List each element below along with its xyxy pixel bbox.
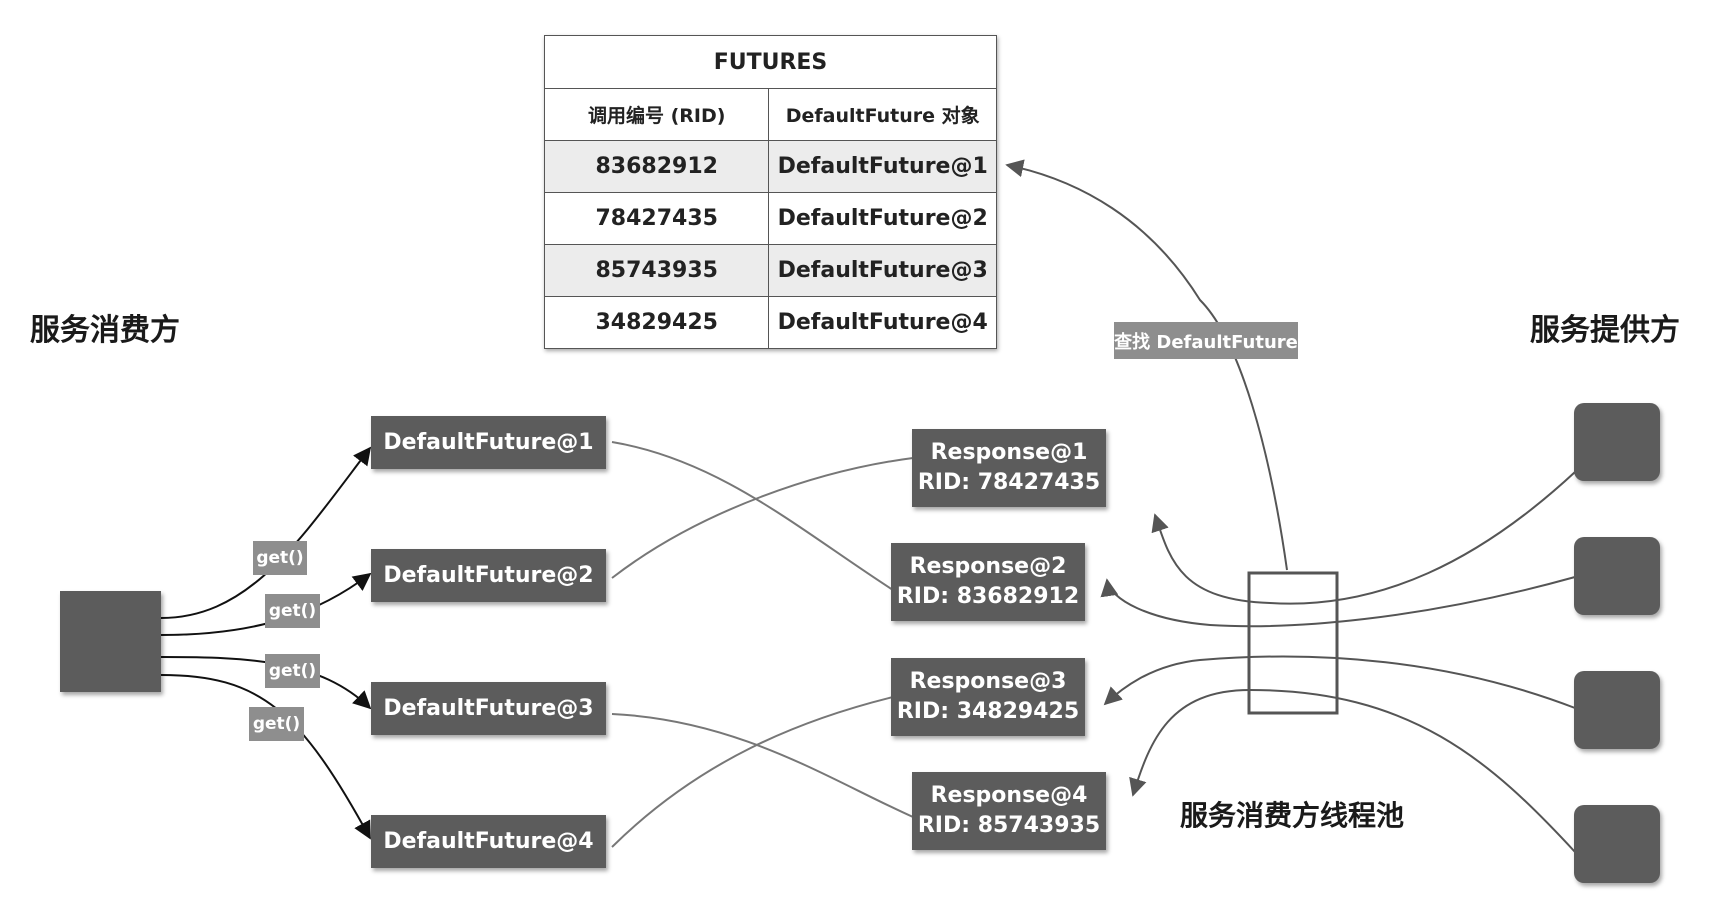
thread-pool-label: 服务消费方线程池 bbox=[1180, 799, 1405, 832]
column-header-future: DefaultFuture 对象 bbox=[768, 88, 997, 141]
future-cell: DefaultFuture@3 bbox=[768, 244, 997, 297]
column-header-rid: 调用编号 (RID) bbox=[543, 88, 770, 141]
link-future2-response1 bbox=[611, 457, 914, 579]
get-label: get() bbox=[265, 654, 320, 688]
provider-title: 服务提供方 bbox=[1530, 313, 1680, 348]
table-row: 78427435 DefaultFuture@2 bbox=[543, 192, 997, 245]
future-cell: DefaultFuture@1 bbox=[768, 140, 997, 193]
futures-table: FUTURES 调用编号 (RID) DefaultFuture 对象 8368… bbox=[543, 35, 997, 349]
provider-node-4 bbox=[1574, 805, 1660, 883]
provider-node-2 bbox=[1574, 537, 1660, 615]
response-rid: RID: 34829425 bbox=[896, 699, 1080, 724]
response-1: Response@1 RID: 78427435 bbox=[912, 429, 1106, 507]
thread-pool-box bbox=[1247, 571, 1339, 715]
response-rid: RID: 78427435 bbox=[917, 470, 1101, 495]
get-label: get() bbox=[265, 594, 320, 628]
futures-table-title: FUTURES bbox=[544, 35, 997, 89]
default-future-1: DefaultFuture@1 bbox=[371, 416, 606, 469]
future-cell: DefaultFuture@2 bbox=[768, 192, 997, 245]
provider4-to-pool bbox=[1129, 688, 1576, 853]
rid-cell: 34829425 bbox=[543, 296, 770, 349]
future-cell: DefaultFuture@4 bbox=[768, 296, 997, 349]
table-row: 34829425 DefaultFuture@4 bbox=[543, 296, 997, 349]
default-future-3: DefaultFuture@3 bbox=[371, 682, 606, 735]
lookup-arrow bbox=[1005, 159, 1288, 571]
consumer-title: 服务消费方 bbox=[30, 313, 180, 348]
response-name: Response@3 bbox=[909, 669, 1067, 694]
rid-cell: 85743935 bbox=[543, 244, 770, 297]
response-rid: RID: 83682912 bbox=[896, 584, 1080, 609]
rid-cell: 78427435 bbox=[543, 192, 770, 245]
response-4: Response@4 RID: 85743935 bbox=[912, 772, 1106, 850]
get-label: get() bbox=[253, 541, 307, 575]
consumer-node bbox=[60, 591, 161, 692]
table-row: 85743935 DefaultFuture@3 bbox=[543, 244, 997, 297]
response-name: Response@2 bbox=[909, 554, 1067, 579]
link-future3-response4 bbox=[611, 713, 914, 818]
provider1-to-pool bbox=[1151, 471, 1576, 605]
response-name: Response@1 bbox=[930, 440, 1088, 465]
get-arrow-1 bbox=[160, 446, 372, 619]
get-label: get() bbox=[249, 707, 304, 741]
response-name: Response@4 bbox=[930, 783, 1088, 808]
provider2-to-pool bbox=[1100, 576, 1576, 628]
link-future1-response2 bbox=[611, 441, 894, 591]
provider-node-1 bbox=[1574, 403, 1660, 481]
default-future-4: DefaultFuture@4 bbox=[371, 815, 606, 868]
rid-cell: 83682912 bbox=[543, 140, 770, 193]
provider3-to-pool bbox=[1103, 655, 1576, 709]
default-future-2: DefaultFuture@2 bbox=[371, 549, 606, 602]
get-arrow-4 bbox=[160, 674, 371, 840]
lookup-label: 查找 DefaultFuture bbox=[1114, 322, 1298, 359]
link-future4-response3 bbox=[611, 696, 894, 848]
response-2: Response@2 RID: 83682912 bbox=[891, 543, 1085, 621]
provider-node-3 bbox=[1574, 671, 1660, 749]
response-rid: RID: 85743935 bbox=[917, 813, 1101, 838]
response-3: Response@3 RID: 34829425 bbox=[891, 658, 1085, 736]
table-row: 83682912 DefaultFuture@1 bbox=[543, 140, 997, 193]
